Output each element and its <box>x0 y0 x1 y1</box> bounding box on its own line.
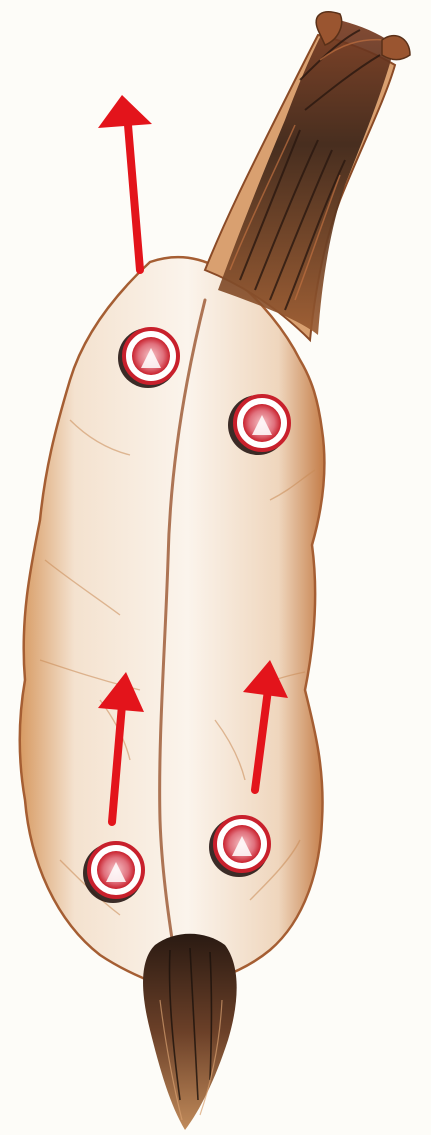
hoofprint-left-fore <box>118 328 178 388</box>
horse-tail <box>143 934 237 1130</box>
hoofprint-left-hind <box>83 843 143 903</box>
head-direction-arrow <box>98 95 152 270</box>
horse-right-ear <box>382 36 410 60</box>
hoofprint-right-hind <box>209 817 269 877</box>
